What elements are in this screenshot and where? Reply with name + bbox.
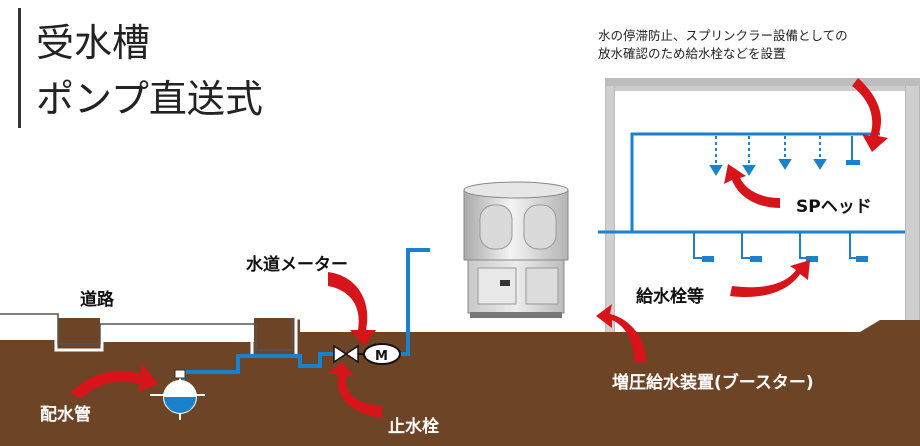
note-line-1: 水の停滞防止、スプリンクラー設備としての [598,28,848,43]
sp-heads [709,136,860,176]
meter-arrow [328,272,376,346]
faucets-label: 給水栓等 [636,286,704,307]
ground [0,315,920,446]
booster-label: 増圧給水装置(ブースター) [612,372,814,393]
sp-head-label: SPヘッド [796,197,872,217]
note-line-2: 放水確認のため給水栓などを設置 [598,46,786,61]
title-line-1: 受水槽 [36,21,150,65]
building-pipes [598,132,905,234]
title-bar [18,8,21,128]
distribution-pipe-symbol [150,369,205,420]
road-outline [0,316,430,358]
meter-symbol-label: M [375,349,388,364]
booster-unit [463,181,569,318]
water-meter-symbol: M [358,343,401,365]
faucets-arrow [730,260,810,298]
faucets [693,232,868,262]
stop-valve-symbol [333,344,359,364]
road-label: 道路 [80,289,115,310]
title-line-2: ポンプ直送式 [36,77,263,121]
main-pipe [181,248,430,380]
distribution-pipe-label: 配水管 [40,404,91,425]
water-meter-label: 水道メーター [246,254,348,275]
distribution-arrow [70,364,158,398]
note-arrow [852,78,888,152]
stop-valve-label: 止水栓 [388,416,439,437]
arrows [70,78,888,418]
sp-head-arrow [724,164,780,208]
stop-valve-arrow [328,362,382,418]
booster-arrow [596,304,646,362]
